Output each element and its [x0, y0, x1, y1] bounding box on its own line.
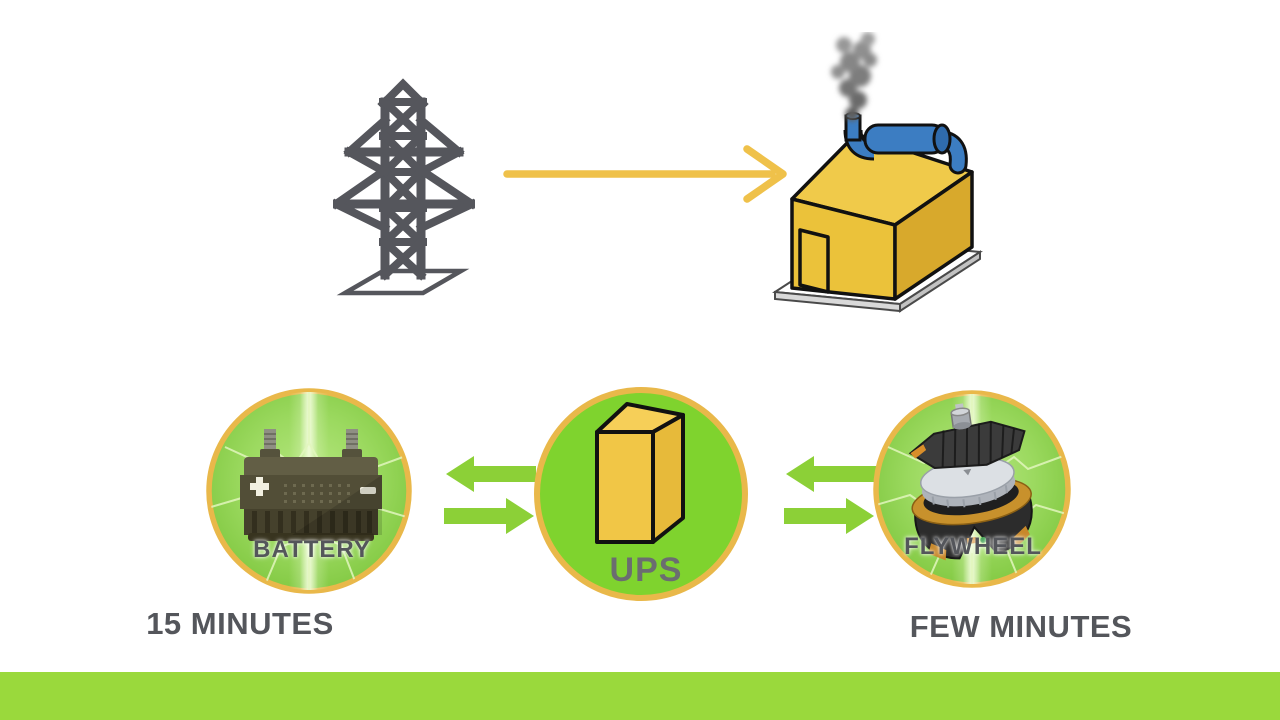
bidirectional-arrows-left — [444, 456, 536, 534]
flywheel-node — [873, 390, 1071, 588]
battery-runtime-label: 15 MINUTES — [146, 606, 334, 641]
bidirectional-arrows-right — [784, 456, 876, 534]
exhaust-smoke-icon — [831, 32, 877, 121]
generator-building-icon — [772, 32, 983, 313]
ups-box-icon — [595, 402, 685, 544]
ups-node — [534, 387, 748, 601]
battery-node — [206, 388, 412, 594]
battery-label: BATTERY — [253, 536, 371, 563]
footer-accent-bar — [0, 672, 1280, 720]
ups-label: UPS — [609, 551, 683, 589]
transmission-tower-icon — [333, 78, 475, 296]
battery-icon — [240, 429, 382, 541]
generator-box — [790, 132, 974, 301]
flywheel-label: FLYWHEEL — [904, 533, 1042, 560]
flywheel-runtime-label: FEW MINUTES — [909, 609, 1133, 644]
flywheel-icon — [908, 403, 1033, 561]
generator-door — [798, 228, 830, 294]
muffler-pipe-icon — [843, 112, 968, 175]
power-flow-arrow-icon — [503, 145, 787, 203]
